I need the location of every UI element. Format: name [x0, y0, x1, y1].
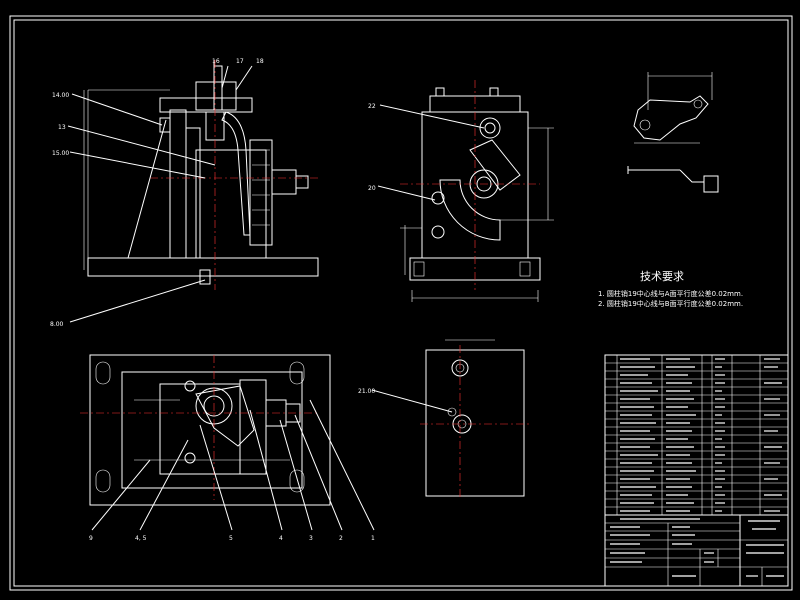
svg-text:2: 2: [339, 535, 343, 542]
svg-text:9: 9: [89, 535, 93, 542]
svg-text:18: 18: [256, 58, 264, 65]
svg-text:4, 5: 4, 5: [135, 535, 147, 542]
front-view: 14.00 13 15.00 8.00 16 17 18: [50, 58, 320, 328]
svg-text:14.00: 14.00: [52, 92, 69, 99]
svg-text:20: 20: [368, 185, 376, 192]
svg-text:17: 17: [236, 58, 244, 65]
technical-requirement-2: 2. 圆柱销19中心线与B面平行度公差0.02mm.: [598, 299, 743, 308]
title-block-cell-fill: [610, 518, 784, 577]
part-detail: [627, 72, 719, 193]
svg-text:4: 4: [279, 535, 283, 542]
technical-requirement-1: 1. 圆柱销19中心线与A面平行度公差0.02mm.: [598, 289, 743, 298]
parts-list: [605, 355, 788, 515]
side-view: 22 20: [368, 80, 554, 302]
drawing-border: [9, 15, 793, 591]
section-view: 21.00: [358, 339, 530, 500]
svg-text:22: 22: [368, 103, 376, 110]
svg-text:16: 16: [212, 58, 220, 65]
top-view: 9 4, 5 5 4 3 2 1: [80, 354, 375, 542]
svg-text:13: 13: [58, 124, 66, 131]
title-block-grid: [605, 514, 788, 586]
title-block: [604, 354, 789, 587]
svg-text:8.00: 8.00: [50, 321, 64, 328]
technical-requirements: 技术要求 1. 圆柱销19中心线与A面平行度公差0.02mm. 2. 圆柱销19…: [598, 270, 743, 308]
svg-text:1: 1: [371, 535, 375, 542]
technical-requirements-title: 技术要求: [640, 270, 684, 283]
svg-text:3: 3: [309, 535, 313, 542]
svg-text:15.00: 15.00: [52, 150, 69, 157]
parts-list-cell-fill: [620, 358, 782, 512]
svg-text:21.00: 21.00: [358, 388, 375, 395]
svg-text:5: 5: [229, 535, 233, 542]
